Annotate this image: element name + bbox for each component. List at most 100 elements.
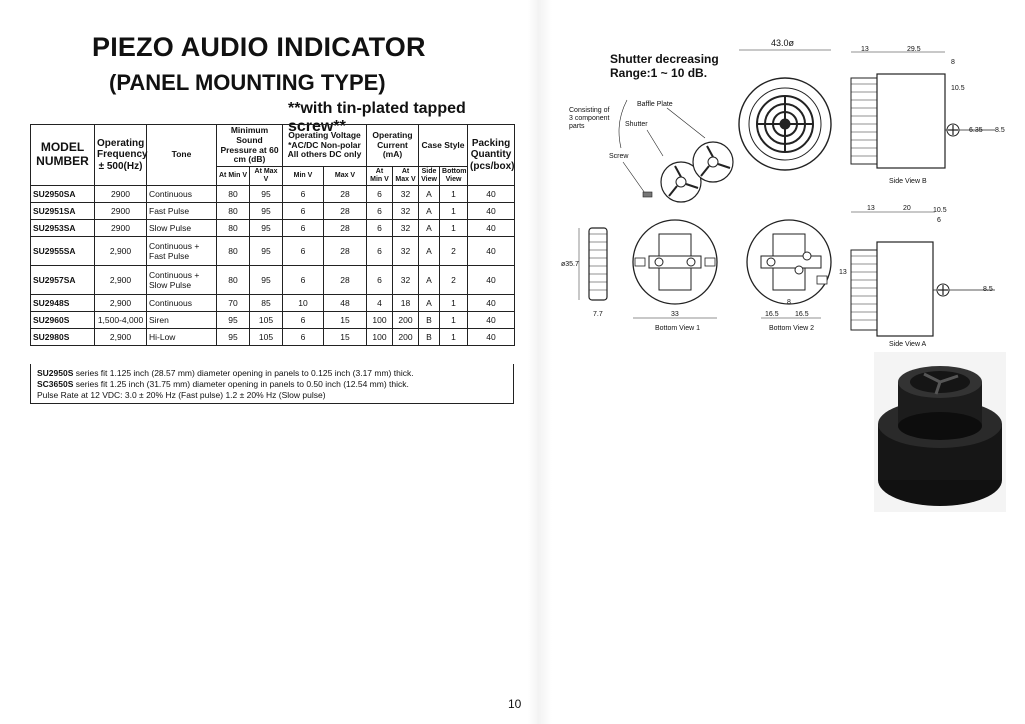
cell-pack: 40 bbox=[467, 328, 516, 347]
subheader-db-at-max: At Max V bbox=[249, 166, 283, 187]
cell-tone: Continuous + Fast Pulse bbox=[146, 236, 217, 267]
dim-16-5-left: 16.5 bbox=[765, 311, 779, 318]
bottom-view-2 bbox=[746, 219, 832, 305]
consisting-label-3: parts bbox=[569, 123, 585, 130]
cell-side: A bbox=[418, 219, 441, 238]
cell-model: SU2960S bbox=[30, 311, 95, 330]
spec-table: MODEL NUMBER Operating Frequency ± 500(H… bbox=[30, 123, 516, 347]
cell-vmin: 6 bbox=[282, 328, 324, 347]
shutter-leader bbox=[646, 129, 664, 157]
cell-imin: 100 bbox=[366, 328, 393, 347]
cell-pack: 40 bbox=[467, 311, 516, 330]
cell-vmax: 28 bbox=[323, 236, 367, 267]
cell-bottom: 1 bbox=[439, 202, 469, 221]
dim-10-5-side-a: 10.5 bbox=[933, 207, 947, 214]
cell-model: SU2957SA bbox=[30, 265, 95, 296]
header-current: Operating Current (mA) bbox=[365, 123, 420, 168]
cell-model: SU2980S bbox=[30, 328, 95, 347]
cell-freq: 2900 bbox=[94, 202, 147, 221]
shutter-title-line-1: Shutter decreasing bbox=[610, 52, 719, 66]
page-title: PIEZO AUDIO INDICATOR bbox=[92, 32, 426, 62]
header-voltage: Operating Voltage *AC/DC Non-polar All o… bbox=[282, 123, 367, 168]
cell-dbmax: 105 bbox=[249, 311, 283, 330]
cell-imin: 4 bbox=[366, 294, 393, 313]
dim-16-5-right: 16.5 bbox=[795, 311, 809, 318]
cell-bottom: 1 bbox=[439, 219, 469, 238]
side-view-a bbox=[850, 241, 995, 337]
subheader-db-at-min: At Min V bbox=[216, 166, 250, 187]
cell-dbmin: 80 bbox=[216, 236, 250, 267]
cell-freq: 2,900 bbox=[94, 265, 147, 296]
note-1-model: SU2950S bbox=[37, 368, 74, 378]
product-photo bbox=[874, 352, 1006, 512]
cell-dbmin: 80 bbox=[216, 202, 250, 221]
baffle-label: Baffle Plate bbox=[637, 101, 673, 108]
dim-10-5-side-b: 10.5 bbox=[951, 85, 965, 92]
dim-8-side-b: 8 bbox=[951, 59, 955, 66]
cell-vmin: 6 bbox=[282, 265, 324, 296]
cell-imin: 6 bbox=[366, 219, 393, 238]
cell-dbmax: 105 bbox=[249, 328, 283, 347]
cell-side: A bbox=[418, 185, 441, 204]
dim-20: 20 bbox=[903, 205, 911, 212]
cell-imax: 32 bbox=[391, 265, 420, 296]
dim-6-35: 6.35 bbox=[969, 127, 983, 134]
cell-vmax: 28 bbox=[323, 265, 367, 296]
dim-13-bottom-2: 13 bbox=[839, 269, 847, 276]
shutter-disc-2 bbox=[692, 141, 734, 183]
header-frequency: Operating Frequency ± 500(Hz) bbox=[94, 123, 148, 187]
bottom-view-1-caption: Bottom View 1 bbox=[655, 325, 700, 332]
cell-vmax: 15 bbox=[323, 311, 367, 330]
bottom-view-1 bbox=[632, 219, 718, 305]
note-line-1: SU2950S series fit 1.125 inch (28.57 mm)… bbox=[37, 368, 507, 379]
cell-vmin: 6 bbox=[282, 185, 324, 204]
screw-leader bbox=[622, 161, 648, 197]
cell-model: SU2951SA bbox=[30, 202, 95, 221]
dim-35-7: ø35.7 bbox=[561, 261, 579, 268]
cell-vmin: 6 bbox=[282, 311, 324, 330]
header-model: MODEL NUMBER bbox=[30, 123, 95, 187]
cell-pack: 40 bbox=[467, 265, 516, 296]
cell-tone: Continuous + Slow Pulse bbox=[146, 265, 217, 296]
shutter-title: Shutter decreasing Range:1 ~ 10 dB. bbox=[610, 52, 719, 81]
cell-tone: Continuous bbox=[146, 294, 217, 313]
dim-8-5-side-a: 8.5 bbox=[983, 286, 993, 293]
cell-imax: 18 bbox=[391, 294, 420, 313]
cell-vmax: 48 bbox=[323, 294, 367, 313]
header-tone: Tone bbox=[146, 123, 217, 187]
cell-freq: 1,500-4,000 bbox=[94, 311, 147, 330]
screw-part bbox=[642, 191, 653, 198]
cell-vmax: 28 bbox=[323, 185, 367, 204]
note-1-text: series fit 1.125 inch (28.57 mm) diamete… bbox=[75, 368, 414, 378]
shutter-disc-1 bbox=[660, 161, 702, 203]
dim-13-side-a: 13 bbox=[867, 205, 875, 212]
subheader-max-v: Max V bbox=[323, 166, 367, 187]
subheader-row: At Min V At Max V Min V Max V At Min V A… bbox=[31, 166, 515, 187]
cell-imax: 200 bbox=[391, 328, 420, 347]
cell-imax: 32 bbox=[391, 185, 420, 204]
cell-tone: Siren bbox=[146, 311, 217, 330]
cell-pack: 40 bbox=[467, 219, 516, 238]
header-case-style: Case Style bbox=[418, 123, 469, 168]
cell-imin: 6 bbox=[366, 202, 393, 221]
dim-8-bottom-2: 8 bbox=[787, 299, 791, 306]
cell-dbmin: 70 bbox=[216, 294, 250, 313]
subheader-min-v: Min V bbox=[282, 166, 324, 187]
cell-model: SU2953SA bbox=[30, 219, 95, 238]
cell-side: A bbox=[418, 236, 441, 267]
subheader-bottom-view: Bottom View bbox=[439, 166, 469, 187]
bracket-line bbox=[618, 99, 628, 149]
note-line-2: SC3650S series fit 1.25 inch (31.75 mm) … bbox=[37, 379, 507, 390]
cell-dbmax: 95 bbox=[249, 185, 283, 204]
shutter-label: Shutter bbox=[625, 121, 648, 128]
cell-model: SU2948S bbox=[30, 294, 95, 313]
subheader-current-at-min: At Min V bbox=[366, 166, 393, 187]
cell-imax: 32 bbox=[391, 202, 420, 221]
dim-29-5: 29.5 bbox=[907, 46, 921, 53]
cell-tone: Slow Pulse bbox=[146, 219, 217, 238]
cell-vmin: 6 bbox=[282, 219, 324, 238]
